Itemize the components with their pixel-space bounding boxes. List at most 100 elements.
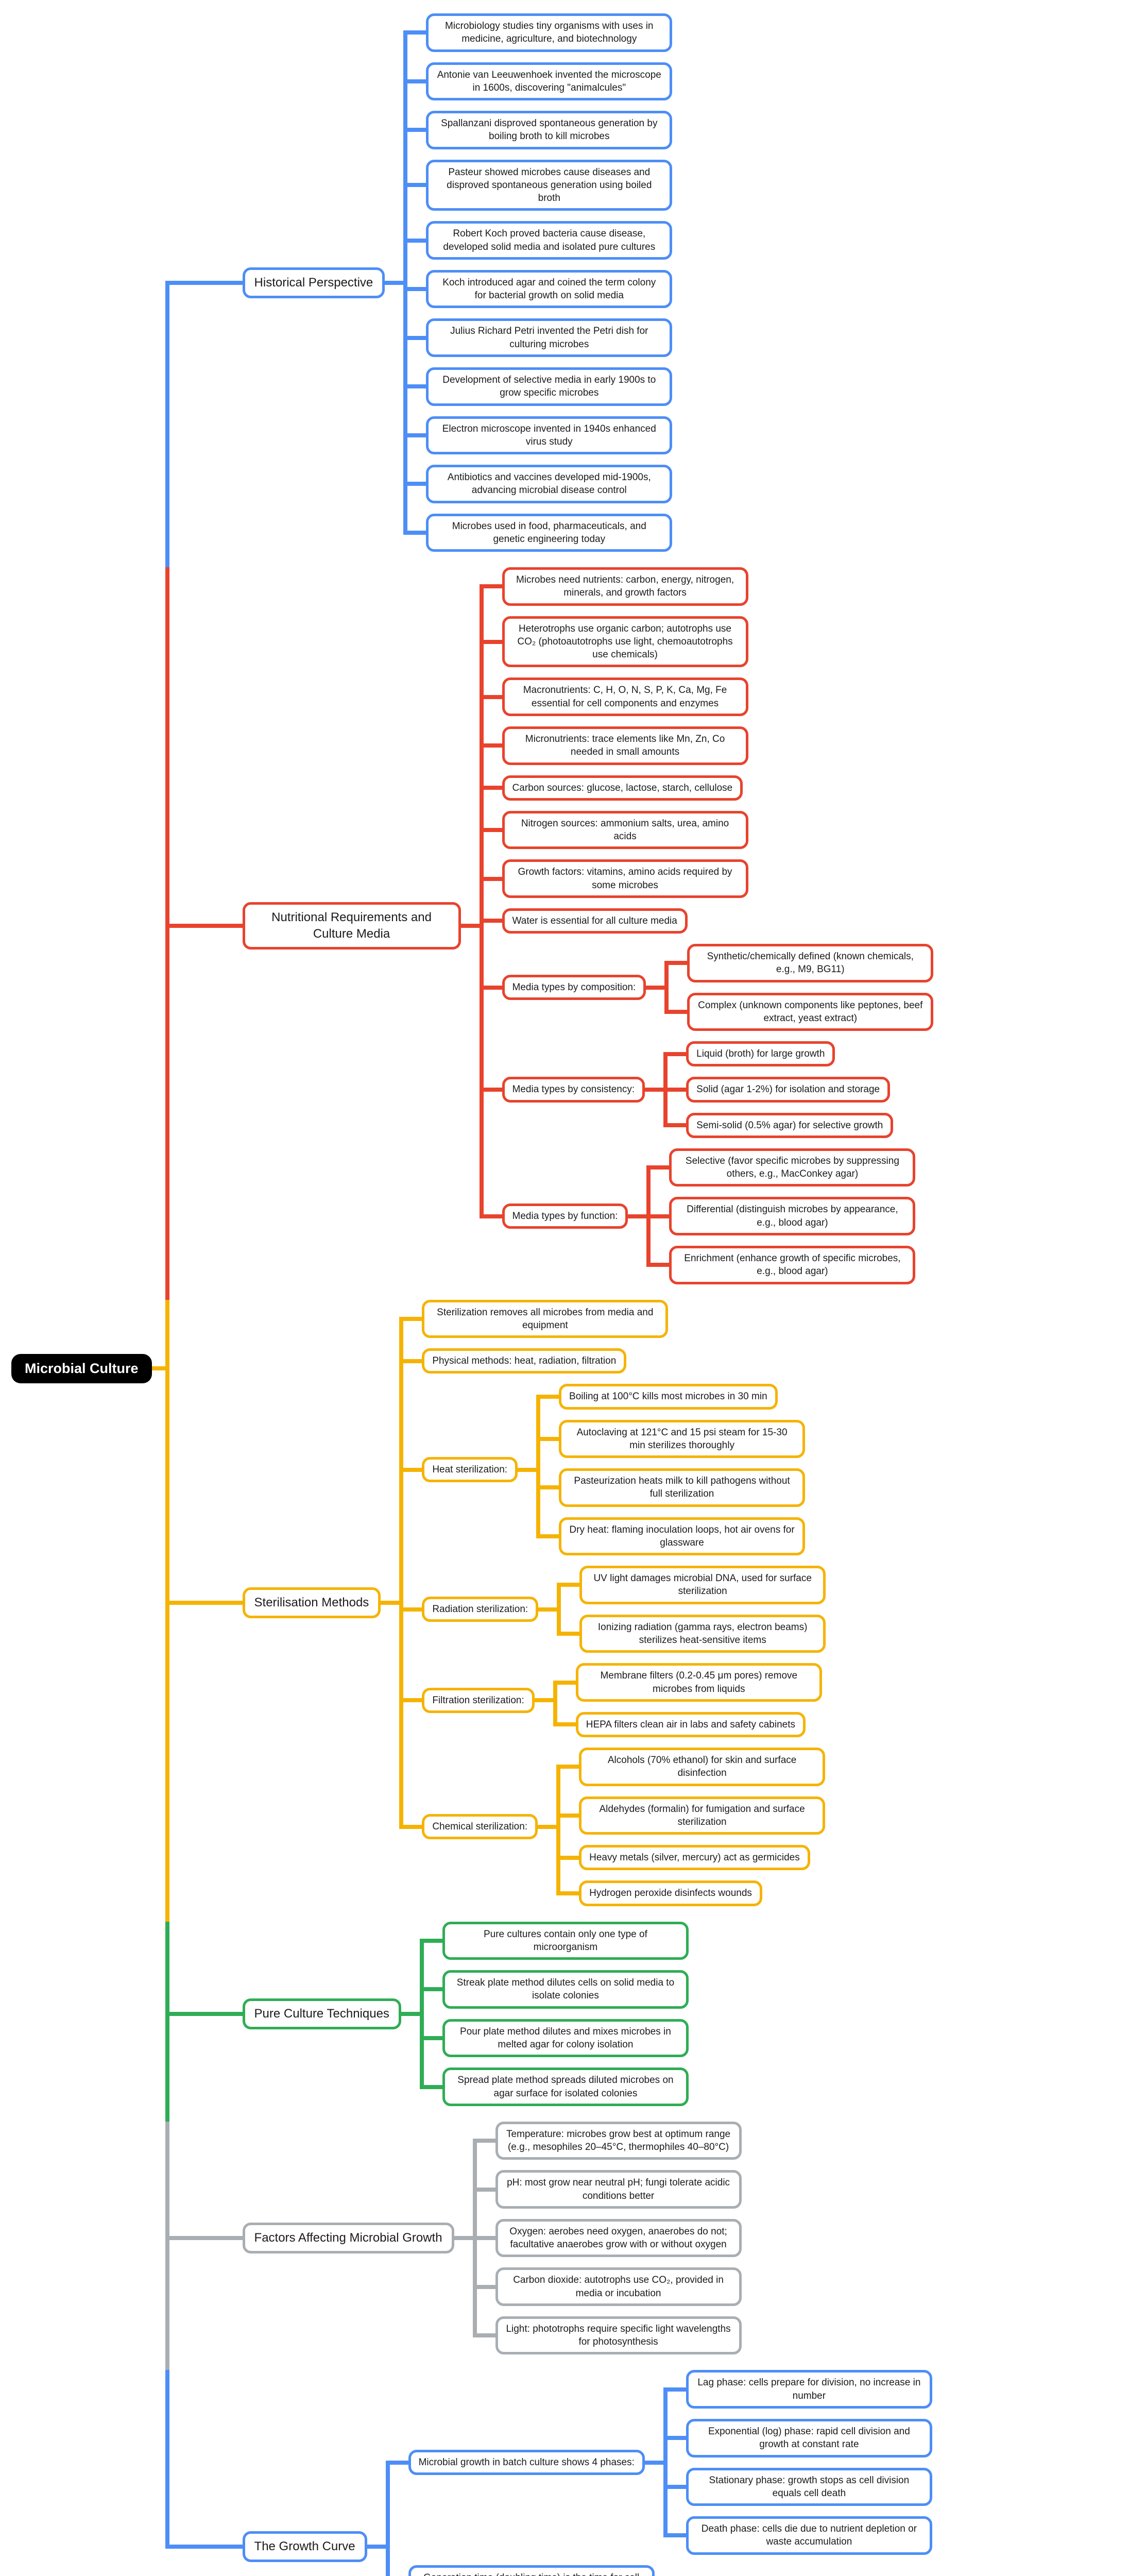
leaf-branch: Liquid (broth) for large growth [663, 1041, 893, 1077]
central-node: Microbial Culture [11, 1353, 152, 1383]
sub-branch-label: Microbial growth in batch culture shows … [408, 2449, 645, 2476]
leaf-branch: Complex (unknown components like peptone… [664, 992, 934, 1031]
child-group: Membrane filters (0.2-0.45 μm pores) rem… [553, 1663, 822, 1738]
leaf-branch: Carbon sources: glucose, lactose, starch… [479, 775, 934, 811]
leaf-branch: Light: phototrophs require specific ligh… [472, 2316, 742, 2355]
topic-leaf: Robert Koch proved bacteria cause diseas… [426, 221, 673, 260]
topic-leaf: Streak plate method dilutes cells on sol… [442, 1970, 689, 2009]
leaf-branch: Heterotrophs use organic carbon; autotro… [479, 616, 934, 678]
branch-row: Aldehydes (formalin) for fumigation and … [579, 1796, 826, 1835]
main-branch-label: Pure Culture Techniques [242, 1998, 401, 2029]
leaf-branch: Exponential (log) phase: rapid cell divi… [663, 2418, 932, 2467]
leaf-branch: Synthetic/chemically defined (known chem… [664, 944, 934, 993]
leaf-branch: Streak plate method dilutes cells on sol… [419, 1970, 689, 2019]
connector [644, 2460, 663, 2465]
topic-leaf: Hydrogen peroxide disinfects wounds [579, 1880, 762, 1906]
topic-leaf: Pure cultures contain only one type of m… [442, 1921, 689, 1960]
child-group: Microbial growth in batch culture shows … [385, 2370, 932, 2576]
child-group: Alcohols (70% ethanol) for skin and surf… [556, 1748, 826, 1906]
connector [534, 1698, 553, 1703]
branch-row: Nitrogen sources: ammonium salts, urea, … [502, 810, 934, 850]
topic-leaf: Semi-solid (0.5% agar) for selective gro… [686, 1112, 894, 1138]
branch-row: Media types by consistency: Liquid (broth… [502, 1041, 934, 1138]
topic-leaf: Heterotrophs use organic carbon; autotro… [502, 616, 748, 668]
sub-branch-label: Chemical sterilization: [422, 1814, 538, 1840]
branch-row: Hydrogen peroxide disinfects wounds [579, 1880, 825, 1906]
topic-leaf: Water is essential for all culture media [502, 908, 688, 934]
child-group: Pure cultures contain only one type of m… [419, 1921, 689, 2106]
branch-row: Pasteurization heats milk to kill pathog… [559, 1468, 806, 1507]
branch-row: Dry heat: flaming inoculation loops, hot… [559, 1517, 806, 1556]
branch-row: Solid (agar 1-2%) for isolation and stor… [686, 1077, 893, 1103]
topic-leaf: Pasteur showed microbes cause diseases a… [426, 159, 673, 211]
branch-row: Julius Richard Petri invented the Petri … [426, 318, 673, 357]
leaf-branch: Microbiology studies tiny organisms with… [403, 13, 673, 62]
branch-row: Development of selective media in early … [426, 367, 673, 406]
topic-leaf: Julius Richard Petri invented the Petri … [426, 318, 673, 357]
connector [401, 2011, 420, 2016]
branch: Chemical sterilization: Alcohols (70% eth… [399, 1748, 826, 1906]
leaf-branch: Spread plate method spreads diluted micr… [419, 2067, 689, 2106]
sub-branch-label: Media types by composition: [502, 974, 646, 1001]
branch-row: Synthetic/chemically defined (known chem… [687, 944, 934, 982]
branch-row: Generation time (doubling time) is the t… [408, 2565, 932, 2576]
branch-row: Robert Koch proved bacteria cause diseas… [426, 221, 673, 260]
main-branch-label: Factors Affecting Microbial Growth [242, 2223, 454, 2254]
leaf-branch: Ionizing radiation (gamma rays, electron… [557, 1614, 826, 1653]
branch-row: Carbon dioxide: autotrophs use CO₂, prov… [495, 2267, 742, 2306]
topic-leaf: Micronutrients: trace elements like Mn, … [502, 726, 748, 765]
leaf-branch: pH: most grow near neutral pH; fungi tol… [472, 2170, 742, 2219]
branch-row: Microbes need nutrients: carbon, energy,… [502, 567, 934, 606]
topic-leaf: Stationary phase: growth stops as cell d… [686, 2467, 932, 2506]
leaf-branch: Carbon dioxide: autotrophs use CO₂, prov… [472, 2267, 742, 2316]
topic-leaf: Ionizing radiation (gamma rays, electron… [579, 1614, 826, 1653]
topic-leaf: Electron microscope invented in 1940s en… [426, 416, 673, 455]
main-branch-label: Nutritional Requirements and Culture Med… [242, 902, 461, 950]
leaf-branch: Electron microscope invented in 1940s en… [403, 416, 673, 465]
child-group: Lag phase: cells prepare for division, n… [663, 2370, 932, 2555]
leaf-branch: Robert Koch proved bacteria cause diseas… [403, 221, 673, 270]
topic-leaf: Exponential (log) phase: rapid cell divi… [686, 2418, 932, 2458]
connector [518, 1467, 537, 1472]
leaf-branch: Solid (agar 1-2%) for isolation and stor… [663, 1077, 893, 1113]
leaf-branch: Alcohols (70% ethanol) for skin and surf… [556, 1748, 826, 1797]
topic-leaf: Macronutrients: C, H, O, N, S, P, K, Ca,… [502, 677, 748, 716]
leaf-branch: Lag phase: cells prepare for division, n… [663, 2370, 932, 2419]
connector [646, 985, 665, 990]
topic-leaf: Death phase: cells die due to nutrient d… [686, 2516, 932, 2555]
sub-branch-label: Radiation sterilization: [422, 1597, 539, 1622]
topic-leaf: pH: most grow near neutral pH; fungi tol… [495, 2170, 742, 2209]
leaf-branch: Antonie van Leeuwenhoek invented the mic… [403, 62, 673, 111]
leaf-branch: Heavy metals (silver, mercury) act as ge… [556, 1845, 825, 1881]
leaf-branch: Spallanzani disproved spontaneous genera… [403, 111, 673, 160]
branch-row: Physical methods: heat, radiation, filtr… [422, 1348, 826, 1374]
branch-row: UV light damages microbial DNA, used for… [579, 1566, 826, 1604]
branch-row: Streak plate method dilutes cells on sol… [442, 1970, 689, 2009]
branch-row: Antonie van Leeuwenhoek invented the mic… [426, 62, 673, 101]
sub-branch-label: Media types by consistency: [502, 1077, 645, 1103]
topic-leaf: Microbes used in food, pharmaceuticals, … [426, 513, 673, 552]
sub-branch-label: Heat sterilization: [422, 1457, 518, 1483]
branch-row: Macronutrients: C, H, O, N, S, P, K, Ca,… [502, 677, 934, 716]
branch: Radiation sterilization: UV light damages… [399, 1566, 826, 1664]
leaf-branch: Development of selective media in early … [403, 367, 673, 416]
branch-row: Microbiology studies tiny organisms with… [426, 13, 673, 52]
topic-leaf: Aldehydes (formalin) for fumigation and … [579, 1796, 826, 1835]
sub-branch-label: Filtration sterilization: [422, 1687, 535, 1713]
topic-leaf: Differential (distinguish microbes by ap… [669, 1197, 916, 1236]
branch-row: Koch introduced agar and coined the term… [426, 269, 673, 309]
child-group: Selective (favor specific microbes by su… [646, 1148, 916, 1284]
branch-row: Pour plate method dilutes and mixes micr… [442, 2019, 689, 2058]
leaf-branch: Nitrogen sources: ammonium salts, urea, … [479, 810, 934, 859]
branch-row: HEPA filters clean air in labs and safet… [575, 1711, 822, 1738]
connector [628, 1214, 647, 1218]
topic-leaf: Liquid (broth) for large growth [686, 1041, 835, 1067]
leaf-branch: UV light damages microbial DNA, used for… [557, 1566, 826, 1615]
topic-leaf: Dry heat: flaming inoculation loops, hot… [559, 1517, 806, 1556]
leaf-branch: Pasteur showed microbes cause diseases a… [403, 159, 673, 222]
connector [460, 923, 480, 928]
child-group: Microbes need nutrients: carbon, energy,… [479, 567, 934, 1284]
